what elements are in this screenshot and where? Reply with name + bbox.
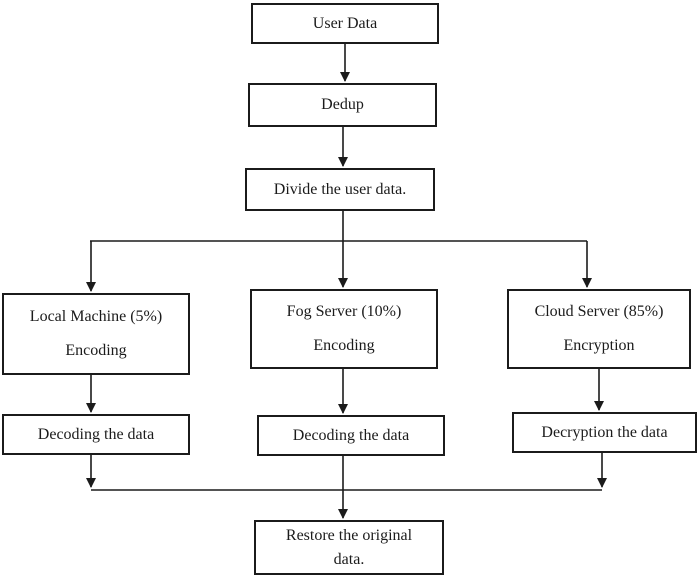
node-dedup-label: Dedup	[321, 96, 364, 113]
node-decoding-local-label: Decoding the data	[37, 425, 155, 443]
node-restore-original-data: Restore the original data.	[254, 520, 444, 575]
node-local-machine: Local Machine (5%) Encoding	[2, 293, 190, 375]
node-fog-server-title: Fog Server (10%)	[286, 303, 402, 320]
node-user-data: User Data	[251, 3, 439, 44]
node-fog-server-operation: Encoding	[313, 337, 375, 354]
node-decoding-fog-label: Decoding the data	[292, 426, 410, 444]
node-dedup: Dedup	[248, 83, 437, 127]
node-local-machine-operation: Encoding	[65, 342, 127, 359]
node-fog-server: Fog Server (10%) Encoding	[250, 289, 438, 369]
node-decryption-cloud: Decryption the data	[512, 412, 697, 453]
node-user-data-label: User Data	[312, 14, 378, 32]
node-restore-label: Restore the original data.	[285, 527, 413, 568]
node-decryption-cloud-label: Decryption the data	[541, 423, 668, 441]
node-cloud-server-title: Cloud Server (85%)	[534, 303, 664, 320]
node-local-machine-title: Local Machine (5%)	[29, 308, 163, 325]
node-divide-user-data: Divide the user data.	[245, 168, 435, 211]
node-decoding-local: Decoding the data	[2, 414, 190, 455]
node-cloud-server-operation: Encryption	[563, 337, 635, 354]
node-decoding-fog: Decoding the data	[257, 415, 445, 456]
node-divide-label: Divide the user data.	[273, 180, 407, 198]
node-cloud-server: Cloud Server (85%) Encryption	[507, 289, 691, 369]
